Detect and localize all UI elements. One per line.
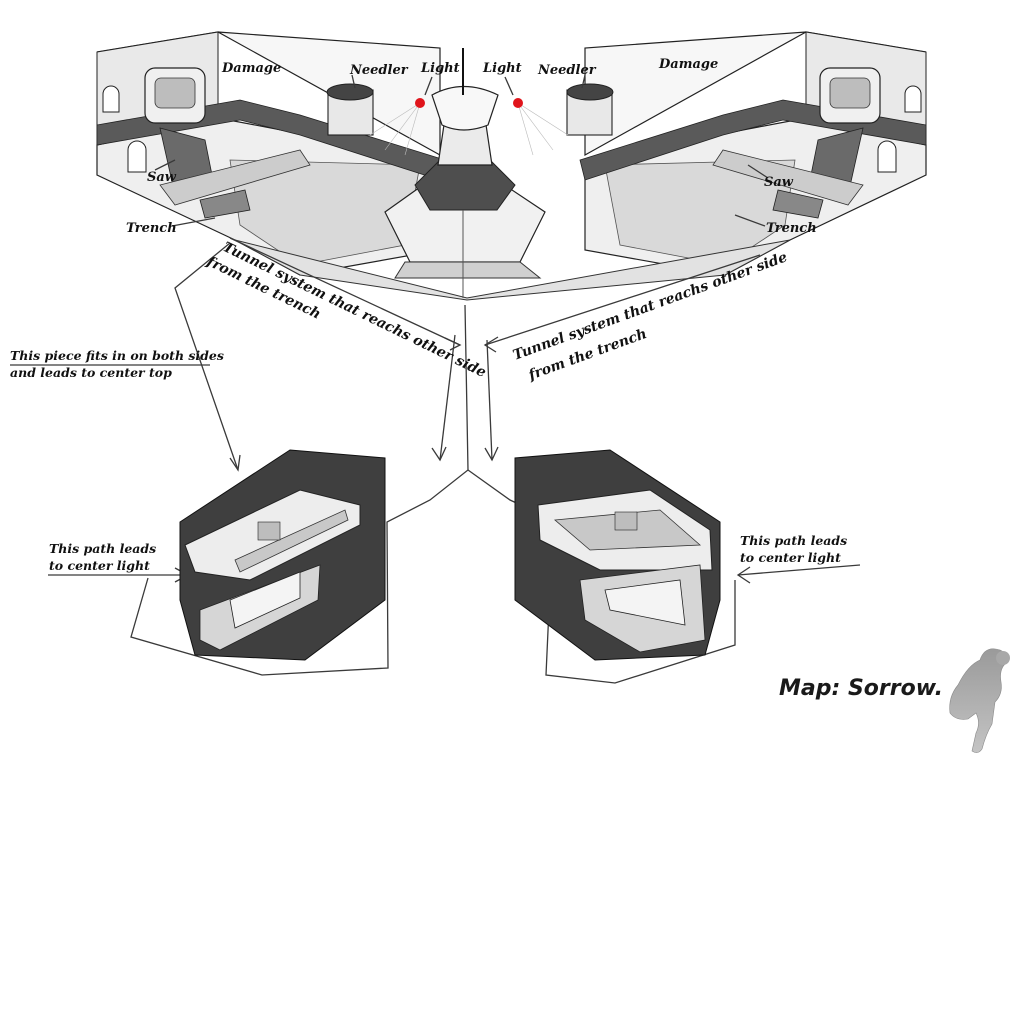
label-saw-left: Saw: [147, 170, 177, 185]
figure-silhouette-icon: [950, 649, 1010, 753]
map-title: Map: Sorrow.: [779, 676, 943, 701]
label-needler-right: Needler: [537, 63, 597, 78]
label-trench-left: Trench: [126, 221, 177, 236]
label-needler-left: Needler: [349, 63, 409, 78]
label-trench-right: Trench: [766, 221, 817, 236]
connector-lines: [10, 238, 860, 683]
label-light-left: Light: [420, 61, 460, 76]
map-title-text: Map: Sorrow.: [779, 676, 943, 701]
label-damage-left: Damage: [221, 61, 281, 76]
lower-piece-left: [180, 450, 385, 660]
label-saw-right: Saw: [764, 175, 794, 190]
label-piece-line1: This piece fits in on both sides: [10, 348, 224, 363]
label-path-left-line1: This path leads: [49, 541, 156, 556]
light-marker-left: [415, 98, 425, 108]
light-marker-right: [513, 98, 523, 108]
label-path-right-line2: to center light: [740, 550, 841, 565]
label-damage-right: Damage: [658, 57, 718, 72]
label-piece-line2: and leads to center top: [10, 365, 172, 380]
label-path-left-line2: to center light: [49, 558, 150, 573]
lower-labels: Tunnel system that reachs other side fro…: [10, 235, 847, 573]
label-path-right-line1: This path leads: [740, 533, 847, 548]
lower-piece-right: [515, 450, 720, 660]
label-light-right: Light: [482, 61, 522, 76]
